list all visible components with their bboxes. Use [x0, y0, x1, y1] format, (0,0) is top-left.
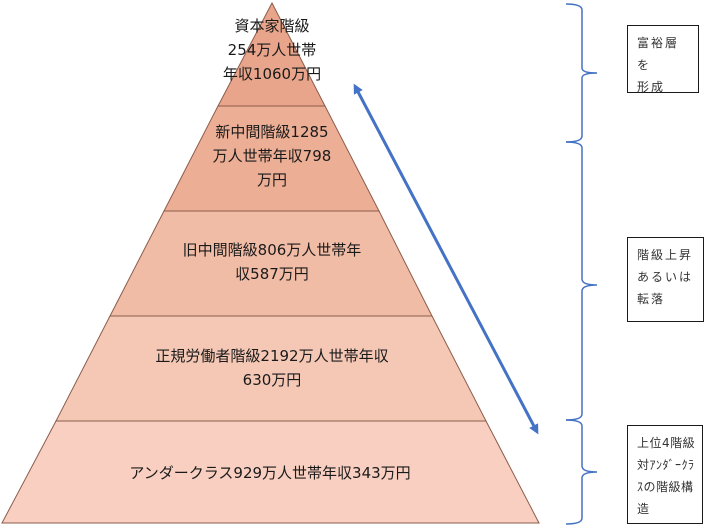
label-underclass: アンダークラス929万人世帯年収343万円 [129, 464, 411, 482]
layer-underclass [1, 420, 540, 524]
note-mobility: 階級上昇 あるいは 転落 [627, 237, 704, 322]
label-capitalist: 資本家階級 254万人世帯 年収1060万円 [222, 17, 322, 83]
label-new-middle: 新中間階級1285 万人世帯年収798 万円 [212, 123, 332, 189]
brace-wealthy [565, 3, 598, 143]
brace-mobility [565, 141, 598, 421]
note-wealthy: 富裕層を 形成 [627, 25, 699, 94]
brace-structure [565, 419, 598, 525]
label-old-middle: 旧中間階級806万人世帯年 収587万円 [182, 241, 362, 283]
label-regular-workers: 正規労働者階級2192万人世帯年収 630万円 [155, 347, 389, 389]
note-structure: 上位4階級 対ｱﾝﾀﾞｰｸﾗ ｽの階級構 造 [627, 425, 703, 524]
mobility-arrow [353, 83, 539, 435]
